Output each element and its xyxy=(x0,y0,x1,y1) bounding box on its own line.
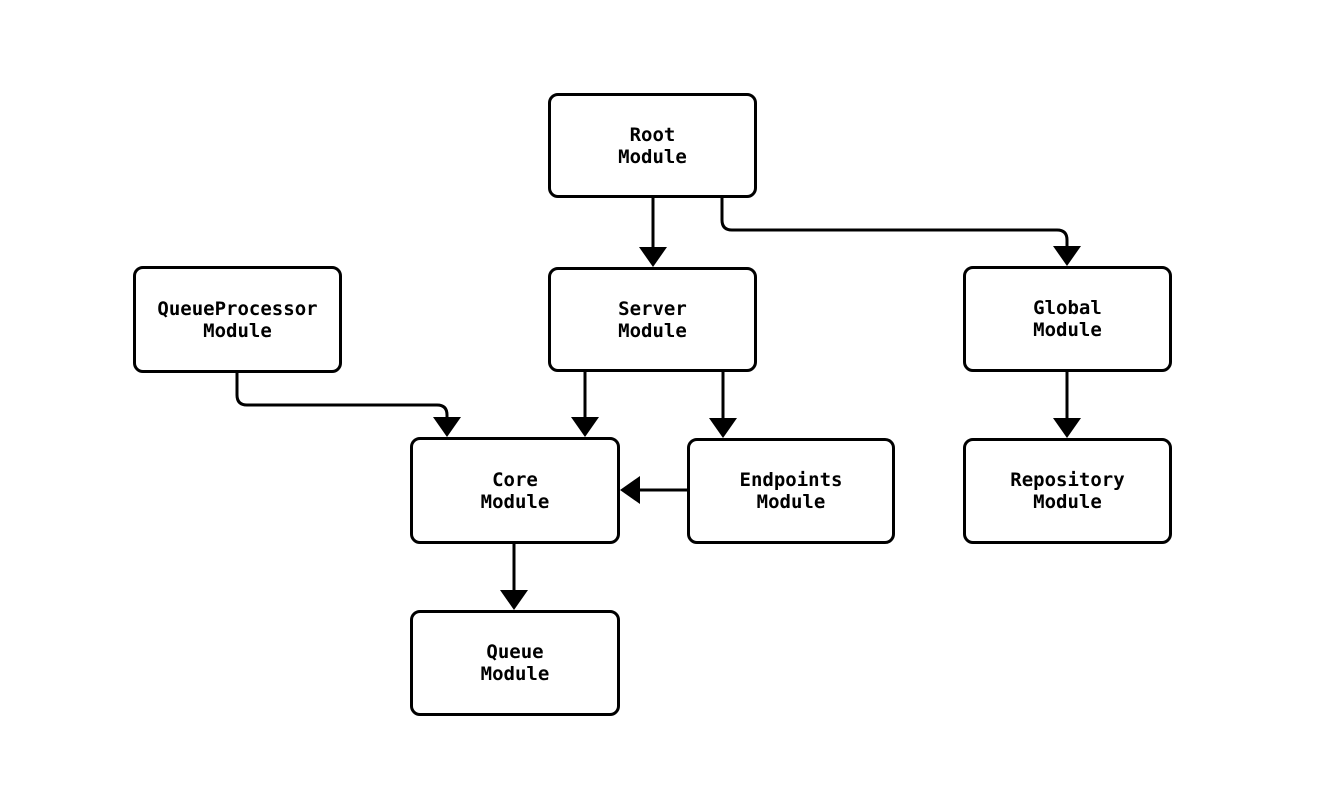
node-queue-module: Queue Module xyxy=(410,610,620,716)
node-global-module-label: Global Module xyxy=(1033,297,1102,341)
node-global-module: Global Module xyxy=(963,266,1172,372)
node-endpoints-module: Endpoints Module xyxy=(687,438,895,544)
node-queue-module-label: Queue Module xyxy=(480,641,550,685)
edge-root-to-global xyxy=(720,198,1081,266)
node-core-module: Core Module xyxy=(410,437,620,544)
node-repository-module-label: Repository Module xyxy=(1010,469,1125,513)
edge-queueprocessor-to-core xyxy=(235,373,461,437)
node-root-module-label: Root Module xyxy=(618,123,687,168)
node-endpoints-module-label: Endpoints Module xyxy=(739,469,843,513)
node-server-module-label: Server Module xyxy=(618,297,687,342)
node-repository-module: Repository Module xyxy=(963,438,1172,544)
node-core-module-label: Core Module xyxy=(480,468,550,513)
node-server-module: Server Module xyxy=(548,267,757,372)
node-queueprocessor-module: QueueProcessor Module xyxy=(133,266,342,373)
node-queueprocessor-module-label: QueueProcessor Module xyxy=(157,297,318,342)
node-root-module: Root Module xyxy=(548,93,757,198)
